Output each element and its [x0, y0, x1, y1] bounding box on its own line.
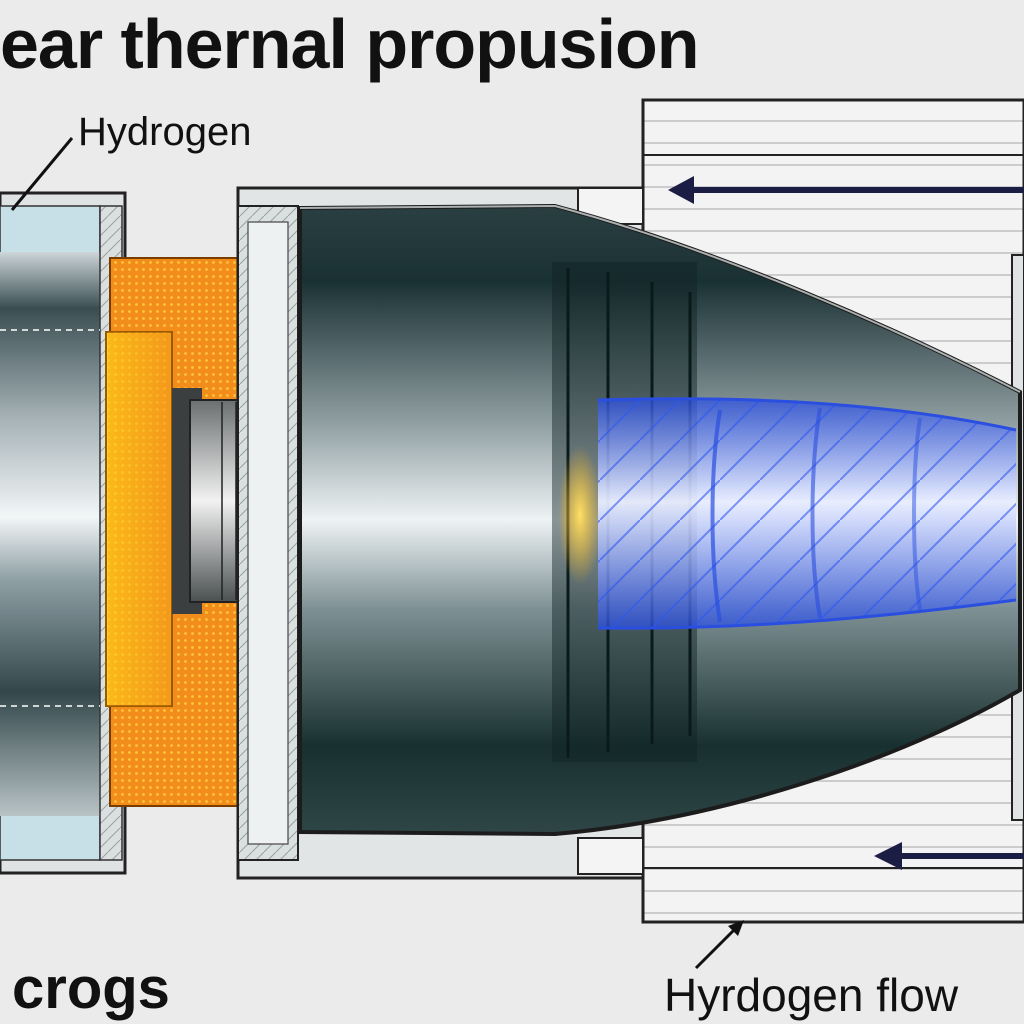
page-title: ear thernal propusion — [0, 5, 700, 83]
label-hydrogen-flow: Hyrdogen flow — [664, 969, 959, 1021]
flow-arrow-bottom — [874, 842, 1024, 870]
label-crogs: crogs — [12, 956, 170, 1021]
flow-arrow-top — [668, 176, 1024, 204]
label-hydrogen: Hydrogen — [78, 110, 252, 154]
leader-line-hydrogen-flow — [694, 920, 744, 970]
inlet-pipe — [0, 191, 127, 875]
leader-line-hydrogen — [10, 137, 74, 211]
exhaust-plume — [597, 397, 1017, 630]
